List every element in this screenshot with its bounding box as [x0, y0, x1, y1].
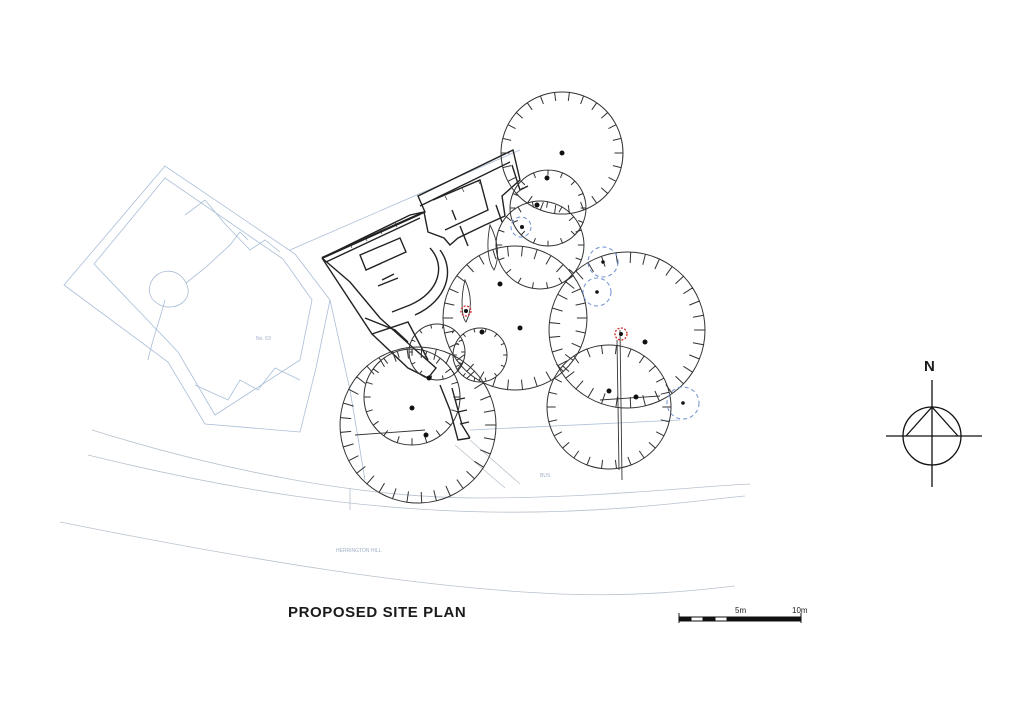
tree-canopy-5: [548, 251, 706, 409]
tree-canopy-3: [495, 200, 585, 290]
neighbour-property: [63, 165, 331, 433]
tree-canopy-6: [546, 344, 672, 470]
removed-tree-markers: [460, 305, 628, 341]
house-walls-hatching: [349, 179, 481, 249]
tree-canopy-10: [408, 323, 466, 381]
tree-canopy-4: [442, 245, 588, 391]
proposed-trees: [510, 216, 700, 420]
neighbour-label: No. 63: [256, 336, 271, 342]
scale-bar: [678, 613, 802, 623]
tree-canopy-8: [363, 348, 461, 446]
tree-canopy-7: [452, 327, 508, 383]
tree-canopy-2: [509, 169, 587, 247]
house-outline: [321, 148, 529, 441]
road-lines: [59, 429, 751, 596]
tree-canopies: [339, 91, 706, 504]
tree-canopy-9: [339, 346, 497, 504]
north-label: N: [924, 358, 935, 375]
scale-label-5m: 5m: [735, 606, 747, 615]
tree-trunks: [354, 223, 661, 481]
tree-centres: [409, 150, 685, 438]
scale-label-10m: 10m: [792, 606, 808, 615]
north-arrow: [886, 380, 982, 487]
drawing-title: PROPOSED SITE PLAN: [288, 604, 467, 621]
road-label: HERRINGTON HILL: [336, 548, 382, 554]
sign-label: BUS: [540, 473, 551, 479]
tree-canopy-1: [500, 91, 624, 215]
